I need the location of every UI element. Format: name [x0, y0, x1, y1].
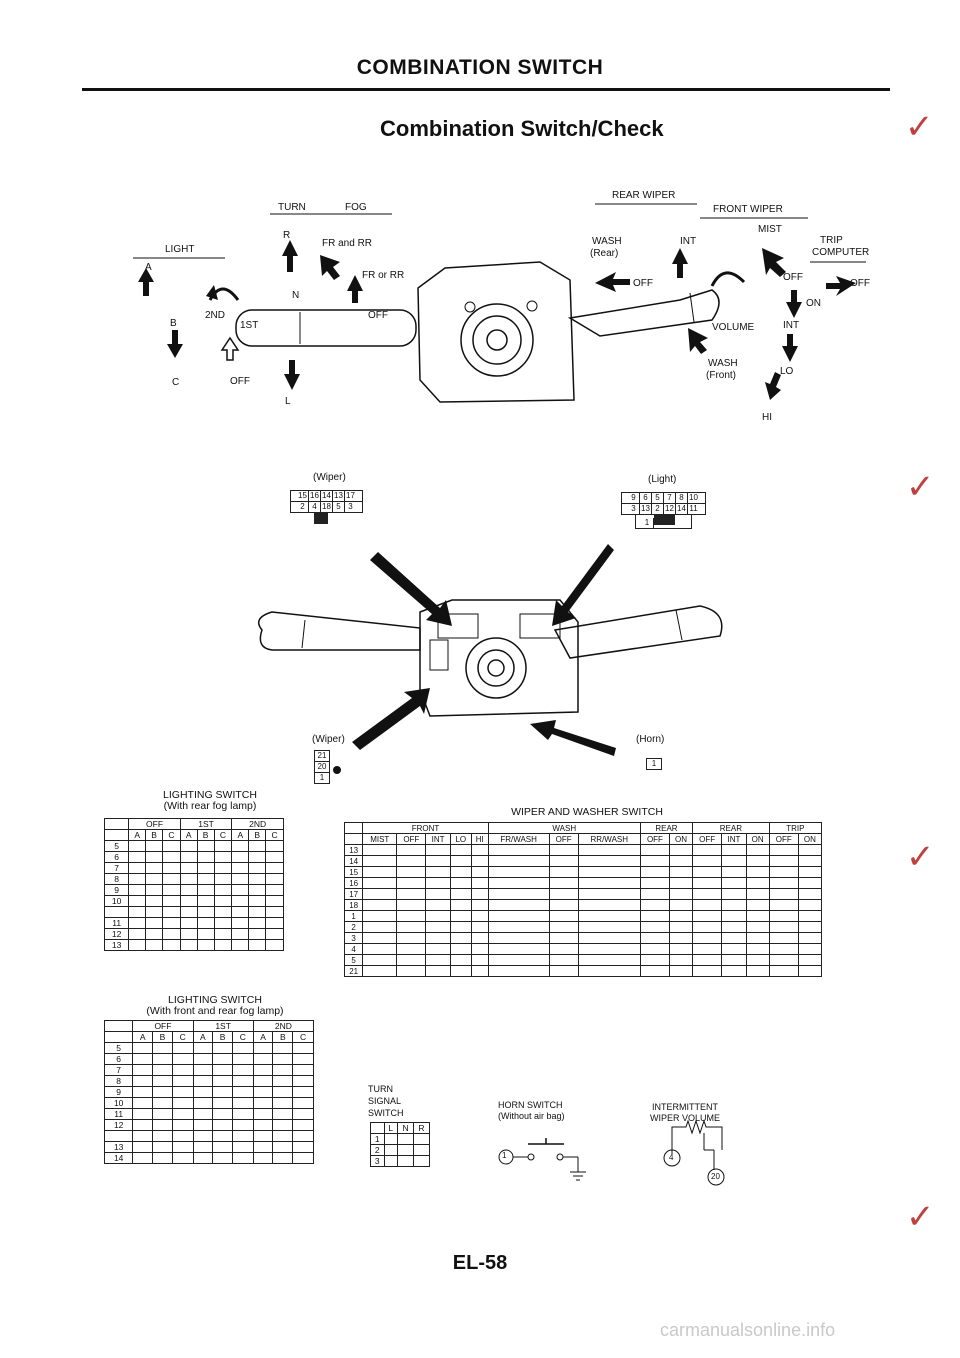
- horn-switch-title: HORN SWITCH: [498, 1100, 563, 1110]
- l-label: L: [285, 396, 291, 407]
- front-paren-label: (Front): [706, 370, 736, 381]
- on-label: ON: [806, 298, 821, 309]
- mist-label: MIST: [758, 224, 782, 235]
- r-label: R: [283, 230, 291, 241]
- check-mark-icon: ✓: [906, 838, 935, 876]
- light-connector-label: (Light): [648, 474, 677, 485]
- turn-label: TURN: [278, 202, 306, 213]
- front-wiper-label: FRONT WIPER: [713, 204, 783, 215]
- light-label: LIGHT: [165, 244, 195, 255]
- lighting-front-subtitle: (With front and rear fog lamp): [146, 1005, 284, 1017]
- wiper-off-label: OFF: [633, 278, 653, 289]
- rear-paren-label: (Rear): [590, 248, 619, 259]
- wash-rear-label: WASH: [592, 236, 622, 247]
- lo-label: LO: [780, 366, 794, 377]
- intermittent-pin-20: 20: [711, 1172, 720, 1181]
- trip-off2-label: OFF: [850, 278, 870, 289]
- turn-signal-title-1: TURN: [368, 1084, 393, 1094]
- check-mark-icon: ✓: [906, 468, 935, 506]
- connector-dot: [333, 766, 341, 774]
- check-mark-icon: ✓: [906, 1198, 935, 1236]
- wash-front-label: WASH: [708, 358, 738, 369]
- page-number: EL-58: [452, 1252, 508, 1274]
- fog-label: FOG: [345, 202, 367, 213]
- wiper2-connector: 21 20 1: [314, 750, 330, 784]
- rear-wiper-label: REAR WIPER: [612, 190, 676, 201]
- wiper2-connector-label: (Wiper): [312, 734, 345, 745]
- intermittent-pin-4: 4: [669, 1153, 674, 1162]
- fr-and-rr-label: FR and RR: [322, 238, 373, 249]
- c-label: C: [172, 377, 180, 388]
- horn-connector: 1: [646, 758, 662, 770]
- lighting-rear-subtitle: (With rear fog lamp): [163, 800, 257, 812]
- lighting-rear-title: LIGHTING SWITCH: [163, 789, 257, 801]
- title-rule: [82, 88, 890, 91]
- a-label: A: [145, 262, 152, 273]
- hi-label: HI: [762, 412, 772, 423]
- trip-label: TRIP: [820, 235, 843, 246]
- page-title: COMBINATION SWITCH: [356, 56, 604, 79]
- int-label: INT: [680, 236, 697, 247]
- volume-label: VOLUME: [712, 322, 755, 333]
- fog-off-label: OFF: [368, 310, 388, 321]
- trip-off-label: OFF: [783, 272, 803, 283]
- intermittent-subtitle: WIPER VOLUME: [650, 1113, 721, 1123]
- horn-connector-label: (Horn): [636, 734, 665, 745]
- section-title: Combination Switch/Check: [380, 116, 664, 141]
- b-label: B: [170, 318, 177, 329]
- horn-pin: 1: [502, 1151, 507, 1160]
- second-label: 2ND: [205, 310, 226, 321]
- fr-or-rr-label: FR or RR: [362, 270, 405, 281]
- wiper-table-title: WIPER AND WASHER SWITCH: [511, 806, 663, 818]
- light-off-label: OFF: [230, 376, 250, 387]
- intermittent-title: INTERMITTENT: [652, 1102, 718, 1112]
- connector-key: [314, 513, 328, 524]
- first-label: 1ST: [240, 320, 259, 331]
- computer-label: COMPUTER: [812, 247, 870, 258]
- lighting-front-title: LIGHTING SWITCH: [168, 994, 262, 1006]
- n-label: N: [292, 290, 300, 301]
- int2-label: INT: [783, 320, 800, 331]
- wiper-connector-label: (Wiper): [313, 472, 346, 483]
- turn-signal-title-2: SIGNAL: [368, 1096, 402, 1106]
- horn-switch-subtitle: (Without air bag): [498, 1111, 565, 1121]
- watermark: carmanualsonline.info: [660, 1320, 836, 1340]
- check-mark-icon: ✓: [905, 108, 934, 146]
- turn-signal-title-3: SWITCH: [368, 1108, 404, 1118]
